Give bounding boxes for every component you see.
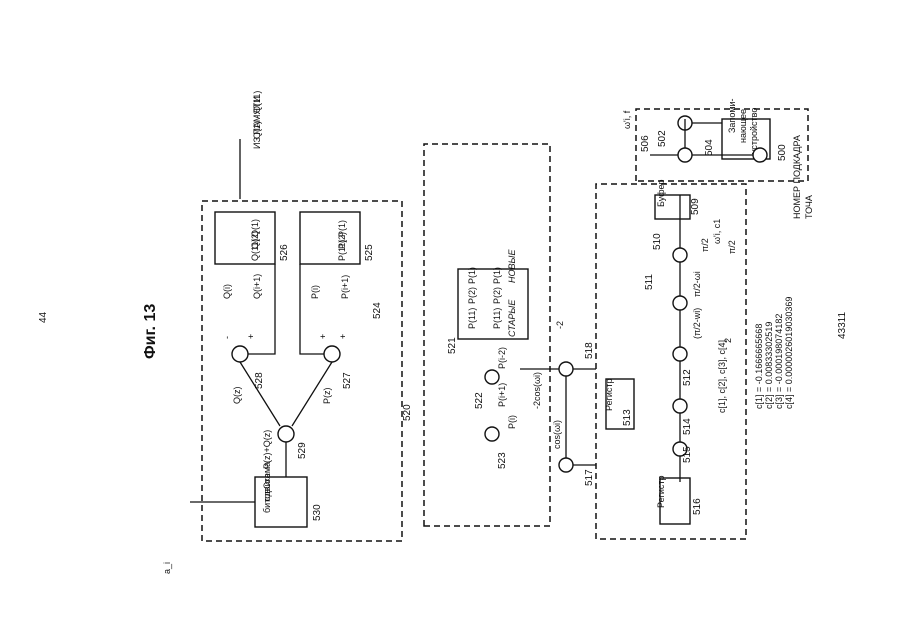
adder-523 bbox=[485, 427, 499, 441]
signal-q-ip1: Q(i+1) bbox=[252, 274, 262, 299]
p-old-2: P(2) bbox=[467, 287, 477, 304]
ref-502: 502 bbox=[657, 130, 668, 147]
coeff-list-label: c[1], c[2], c[3], c[4] bbox=[717, 340, 727, 413]
ref-512: 512 bbox=[682, 369, 693, 386]
ref-529: 529 bbox=[297, 442, 308, 459]
ref-515: 515 bbox=[682, 446, 693, 463]
ref-525: 525 bbox=[364, 244, 375, 261]
ref-517: 517 bbox=[584, 469, 595, 486]
p-old-11: P(11) bbox=[467, 308, 477, 329]
coeff-c2: c[2] = 0.00833302519 bbox=[764, 322, 774, 409]
signal-p-i-b: P(i) bbox=[310, 285, 320, 299]
adder-512 bbox=[673, 399, 687, 413]
multiplier-512a bbox=[673, 347, 687, 361]
input-omega-c1: ω'i, c1 bbox=[712, 219, 722, 244]
ref-520: 520 bbox=[402, 404, 413, 421]
signal-p-z: P(z) bbox=[322, 388, 332, 405]
ref-510: 510 bbox=[652, 233, 663, 250]
p-new-header: НОВЫЕ bbox=[507, 249, 517, 283]
doc-number: 43311 bbox=[837, 311, 848, 339]
figure-caption: Фиг. 13 bbox=[142, 304, 159, 359]
ref-521: 521 bbox=[447, 337, 458, 354]
shift-label: Схема сдвига битов bbox=[262, 459, 272, 513]
signal-cos: cos(ωi) bbox=[552, 420, 562, 449]
adder-510 bbox=[673, 248, 687, 262]
p-old-header: СТАРЫЕ bbox=[507, 299, 517, 337]
ref-506: 506 bbox=[640, 135, 651, 152]
p-new-11: P(11) bbox=[492, 308, 502, 329]
signal-p-im2: P(i-2) bbox=[497, 347, 507, 369]
sign-plus-528: + bbox=[246, 334, 256, 339]
signal-q-i: Q(i) bbox=[222, 284, 232, 299]
input-subframe-number: НОМЕР ПОДКАДРА ТОЧА bbox=[792, 133, 814, 219]
signal-q-z: Q(z) bbox=[232, 387, 242, 405]
q-store-11: Q(11) bbox=[250, 239, 260, 261]
adder-529 bbox=[278, 426, 294, 442]
signal-pi2: π/2 bbox=[700, 238, 710, 252]
page-number: 44 bbox=[38, 311, 49, 323]
multiplier-511 bbox=[673, 296, 687, 310]
q-store-register bbox=[215, 212, 275, 264]
output-ai: a_i bbox=[162, 562, 172, 574]
ref-526: 526 bbox=[279, 244, 290, 261]
adder-527 bbox=[324, 346, 340, 362]
pi-over-two-input: π/2 bbox=[727, 240, 737, 254]
ref-509: 509 bbox=[690, 198, 701, 215]
p-new-2: P(2) bbox=[492, 287, 502, 304]
ref-513: 513 bbox=[622, 409, 633, 426]
sign-plus-527b: + bbox=[338, 334, 348, 339]
ref-516: 516 bbox=[692, 498, 703, 515]
p-store-11: P(11) bbox=[337, 240, 347, 261]
ref-511: 511 bbox=[644, 274, 655, 290]
coeff-c1: c[1] = -0.1666665668 bbox=[754, 324, 764, 409]
input-omega-f: ω'i, f bbox=[622, 110, 632, 129]
multiplier-518 bbox=[559, 362, 573, 376]
ref-527: 527 bbox=[342, 372, 353, 389]
register-516-label: Регистр bbox=[656, 475, 666, 508]
signal-pi2-minus-wi-sq: (π/2-wi) bbox=[692, 308, 702, 339]
sign-plus-527a: + bbox=[318, 334, 328, 339]
buffer-label: Буфер bbox=[656, 179, 666, 207]
sign-minus-528: - bbox=[222, 336, 232, 339]
ref-514: 514 bbox=[682, 418, 693, 435]
signal-p-i: P(i) bbox=[507, 415, 517, 429]
multiplier-500 bbox=[753, 148, 767, 162]
coeff-c4: c[4] = 0.0000026019030369 bbox=[784, 297, 794, 409]
coeff-c3: c[3] = -0.000198074182 bbox=[774, 314, 784, 409]
p-store-register bbox=[300, 212, 360, 264]
ref-524: 524 bbox=[372, 302, 383, 319]
register-513-label: Регистр bbox=[604, 378, 614, 411]
p-old-1: P(1) bbox=[467, 267, 477, 284]
ref-530: 530 bbox=[312, 504, 323, 521]
p-new-1: P(1) bbox=[492, 267, 502, 284]
ref-522: 522 bbox=[474, 392, 485, 409]
signal-p-ip1-b: P(i+1) bbox=[340, 275, 350, 299]
signal-pi2-minus-wi: π/2-ωi bbox=[692, 271, 702, 297]
ref-504: 504 bbox=[704, 139, 715, 156]
input-minus-two: -2 bbox=[555, 321, 565, 329]
ref-518: 518 bbox=[584, 342, 595, 359]
multiplier-517 bbox=[559, 458, 573, 472]
ref-500: 500 bbox=[777, 144, 788, 161]
adder-528 bbox=[232, 346, 248, 362]
adder-502 bbox=[678, 148, 692, 162]
signal-p-ip1: P(i+1) bbox=[497, 383, 507, 407]
ref-523: 523 bbox=[497, 452, 508, 469]
q-input-src: ИЗ ПАМЯТИ bbox=[252, 96, 262, 149]
signal-neg2cos: -2cos(ωi) bbox=[532, 372, 542, 409]
